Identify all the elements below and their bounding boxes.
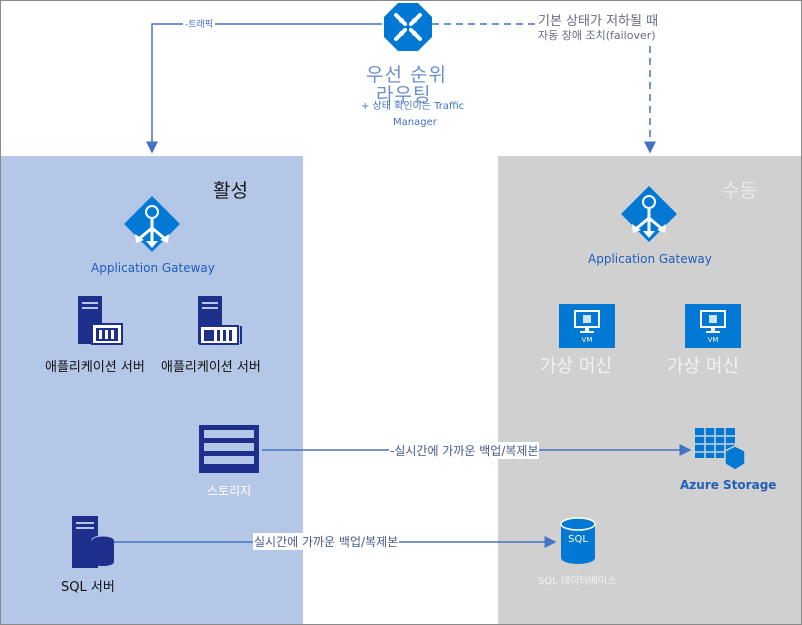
active-gateway-label: Application Gateway [91,261,215,275]
app-server-icon-1 [78,296,123,345]
monitor-icon [700,310,726,333]
vm-label-2: 가상 머신 [667,356,739,377]
passive-title: 수동 [722,180,757,202]
vm-icon-2: VM [685,304,741,348]
vm-icon-1: VM [559,304,615,348]
active-title: 활성 [213,180,248,202]
sql-server-icon [72,516,115,568]
sql-database-icon [560,517,596,564]
traffic-manager-icon [384,3,432,51]
azure-storage-label: Azure Storage [680,478,777,492]
sql-server-label: SQL 서버 [61,580,115,595]
vm-badge: VM [581,336,593,344]
sql-badge: SQL [568,534,588,545]
tm-title-line2: 라우팅 [376,84,432,106]
application-gateway-icon [124,196,180,252]
traffic-label: -트래픽 [183,17,216,30]
sql-database-label: SQL 데이터베이스 [538,576,617,587]
storage-label: 스토리지 [207,484,252,498]
app-server-label-1: 애플리케이션 서버 [45,360,145,375]
failover-label-line2: 자동 장애 조치(failover) [538,27,656,43]
tm-subtitle-line2: Manager [393,117,437,128]
failover-arrow [432,23,656,154]
traffic-arrow [146,23,382,154]
tm-subtitle-line1: + 상태 확인이는 Traffic [361,101,465,112]
tm-title-line1: 우선 순위 [366,64,447,86]
app-server-icon-2 [198,296,242,345]
failover-label-line1: 기본 상태가 저하될 때 [538,10,659,29]
passive-gateway-label: Application Gateway [588,252,712,266]
sql-replication-label: 실시간에 가까운 백업/복제본 [253,533,400,550]
storage-replication-label: -실시간에 가까운 백업/복제본 [389,442,540,459]
vm-label-1: 가상 머신 [540,356,612,377]
app-server-label-2: 애플리케이션 서버 [161,360,261,375]
storage-icon [199,425,259,473]
application-gateway-icon [621,186,677,242]
monitor-icon [574,310,600,333]
vm-badge: VM [707,336,719,344]
azure-storage-icon [695,428,746,471]
